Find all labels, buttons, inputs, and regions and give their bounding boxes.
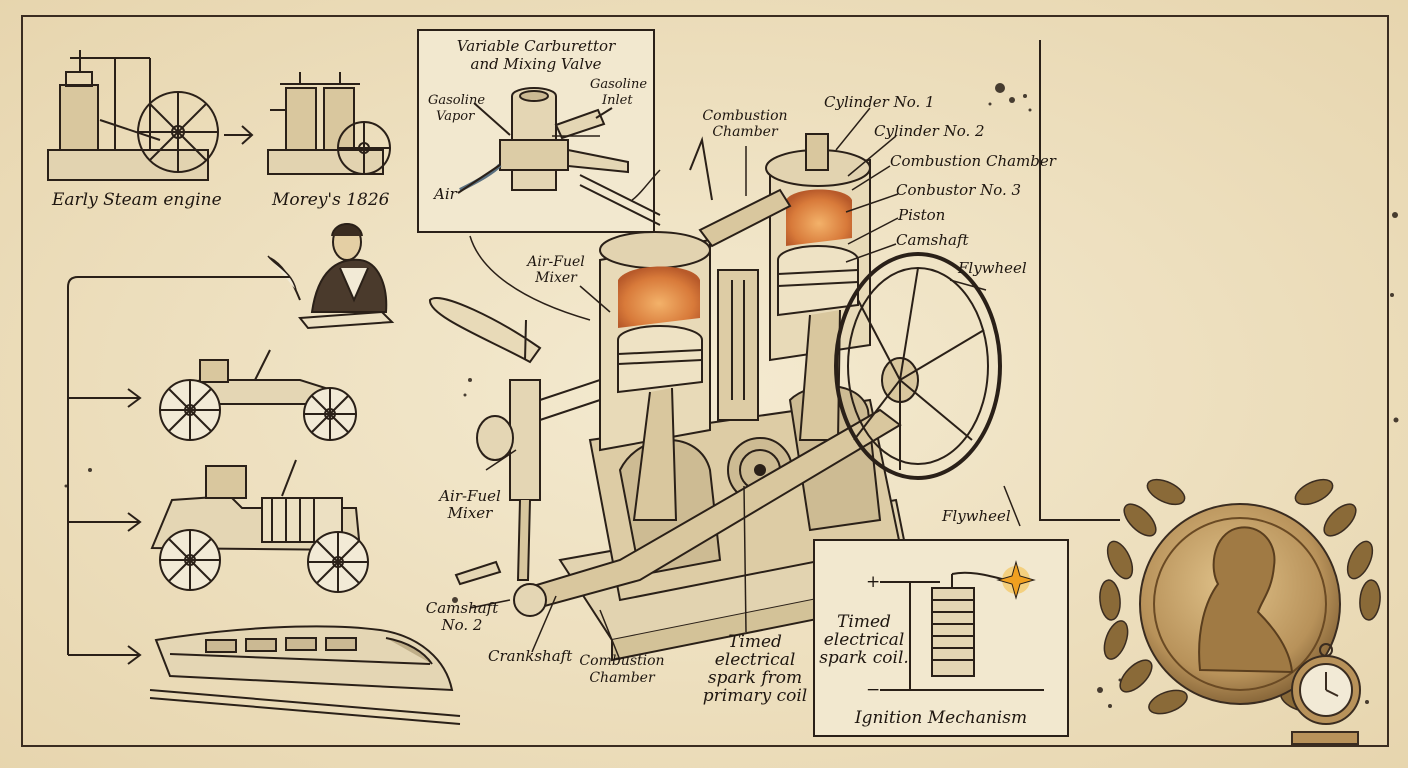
combustion-chamber-bottom-label-line1: Combustion [579, 653, 665, 669]
outer-frame [21, 15, 1389, 747]
spark-icon [996, 560, 1036, 600]
combustion-chamber-top-label-line2: Chamber [712, 124, 778, 140]
ignition-mechanism-title: Ignition Mechanism [854, 708, 1028, 728]
flywheel-bottom-label: Flywheel [942, 507, 1011, 525]
spark-coil-illustration [880, 571, 1044, 691]
combustion-flame-2 [786, 189, 852, 246]
engine-car-illustration [150, 459, 369, 593]
morey-1826-caption: Morey's 1826 [272, 190, 390, 210]
pocket-watch-icon [1291, 643, 1361, 745]
gasoline-inlet-label-line1: Gasoline [590, 77, 648, 92]
carburettor-title-line1: Variable Carburettor [456, 37, 616, 55]
conbustor-no3-label: Conbustor No. 3 [896, 181, 1022, 199]
air-label: Air [434, 185, 457, 203]
ignition-connector-line [1039, 40, 1120, 521]
early-steam-engine-caption: Early Steam engine [52, 190, 222, 210]
label-leader-lines [469, 107, 1021, 661]
arrow-steam-to-morey [224, 125, 254, 145]
flywheel-top-label: Flywheel [958, 259, 1027, 277]
combustion-chamber-top-label-line1: Combustion [702, 108, 788, 124]
ignition-text-line3: spark coil. [819, 648, 909, 668]
cylinder-2-label: Cylinder No. 2 [874, 122, 985, 140]
flywheel [834, 252, 1002, 480]
timed-spark-label-line4: primary coil [702, 686, 808, 706]
cylinder-1-label: Cylinder No. 1 [824, 93, 935, 111]
crankshaft-label: Crankshaft [488, 647, 573, 665]
air-fuel-mixer-top-label-line1: Air-Fuel [527, 254, 585, 270]
camshaft-top-label: Camshaft [896, 231, 969, 249]
carburettor-title-line2: and Mixing Valve [470, 55, 602, 73]
ignition-text-line1: Timed [837, 612, 891, 632]
camshaft-no2-label-line1: Camshaft [425, 599, 499, 617]
air-fuel-mixer-top-label-line2: Mixer [535, 270, 577, 286]
laurel-wreath-illustration [1099, 478, 1381, 715]
combustion-chamber-right-label: Combustion Chamber [890, 152, 1056, 170]
timeline-connector [67, 276, 290, 665]
ignition-minus-sign: − [866, 680, 881, 700]
combustion-chamber-bottom-label-line2: Chamber [589, 670, 655, 686]
piston-label: Piston [898, 206, 946, 224]
gasoline-vapor-label-line1: Gasoline [428, 93, 486, 108]
morey-1826-engine-illustration [267, 72, 391, 175]
camshaft-no2-label-line2: No. 2 [441, 616, 483, 634]
main-engine-illustration [429, 133, 1002, 662]
gasoline-vapor-label-line2: Vapor [436, 109, 475, 124]
bronze-medal-illustration [1139, 503, 1341, 705]
early-steam-engine-illustration [47, 50, 219, 181]
air-fuel-mixer-left-label-line2: Mixer [447, 504, 493, 522]
timed-spark-label-line3: spark from [707, 668, 803, 688]
early-automobile-illustration [159, 349, 357, 441]
gasoline-inlet-label-line2: Inlet [602, 93, 633, 108]
inventor-portrait-illustration [267, 223, 395, 330]
combustion-flame-1 [618, 266, 700, 328]
carburettor-illustration [457, 87, 629, 194]
ignition-plus-sign: + [866, 572, 881, 592]
air-fuel-mixer-left-label-line1: Air-Fuel [439, 487, 501, 505]
ignition-text-line2: electrical [823, 630, 905, 650]
high-speed-train-illustration [149, 625, 461, 725]
timed-spark-label-line2: electrical [714, 650, 796, 670]
timed-spark-label-line1: Timed [728, 632, 782, 652]
